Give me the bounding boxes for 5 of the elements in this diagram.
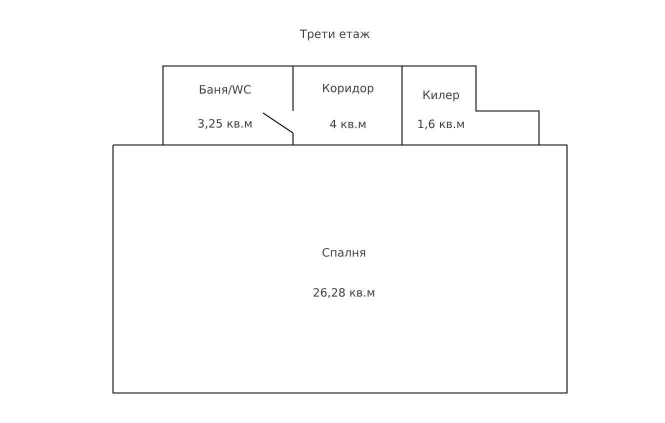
- bathroom-outline: Баня/WC 3,25 кв.м: [162, 65, 294, 146]
- bedroom-outline: Спалня 26,28 кв.м: [112, 144, 568, 394]
- pantry-outline: Килер 1,6 кв.м: [401, 65, 540, 146]
- floor-title: Трети етаж: [300, 30, 370, 40]
- corridor-outline: Коридор 4 кв.м: [293, 65, 402, 128]
